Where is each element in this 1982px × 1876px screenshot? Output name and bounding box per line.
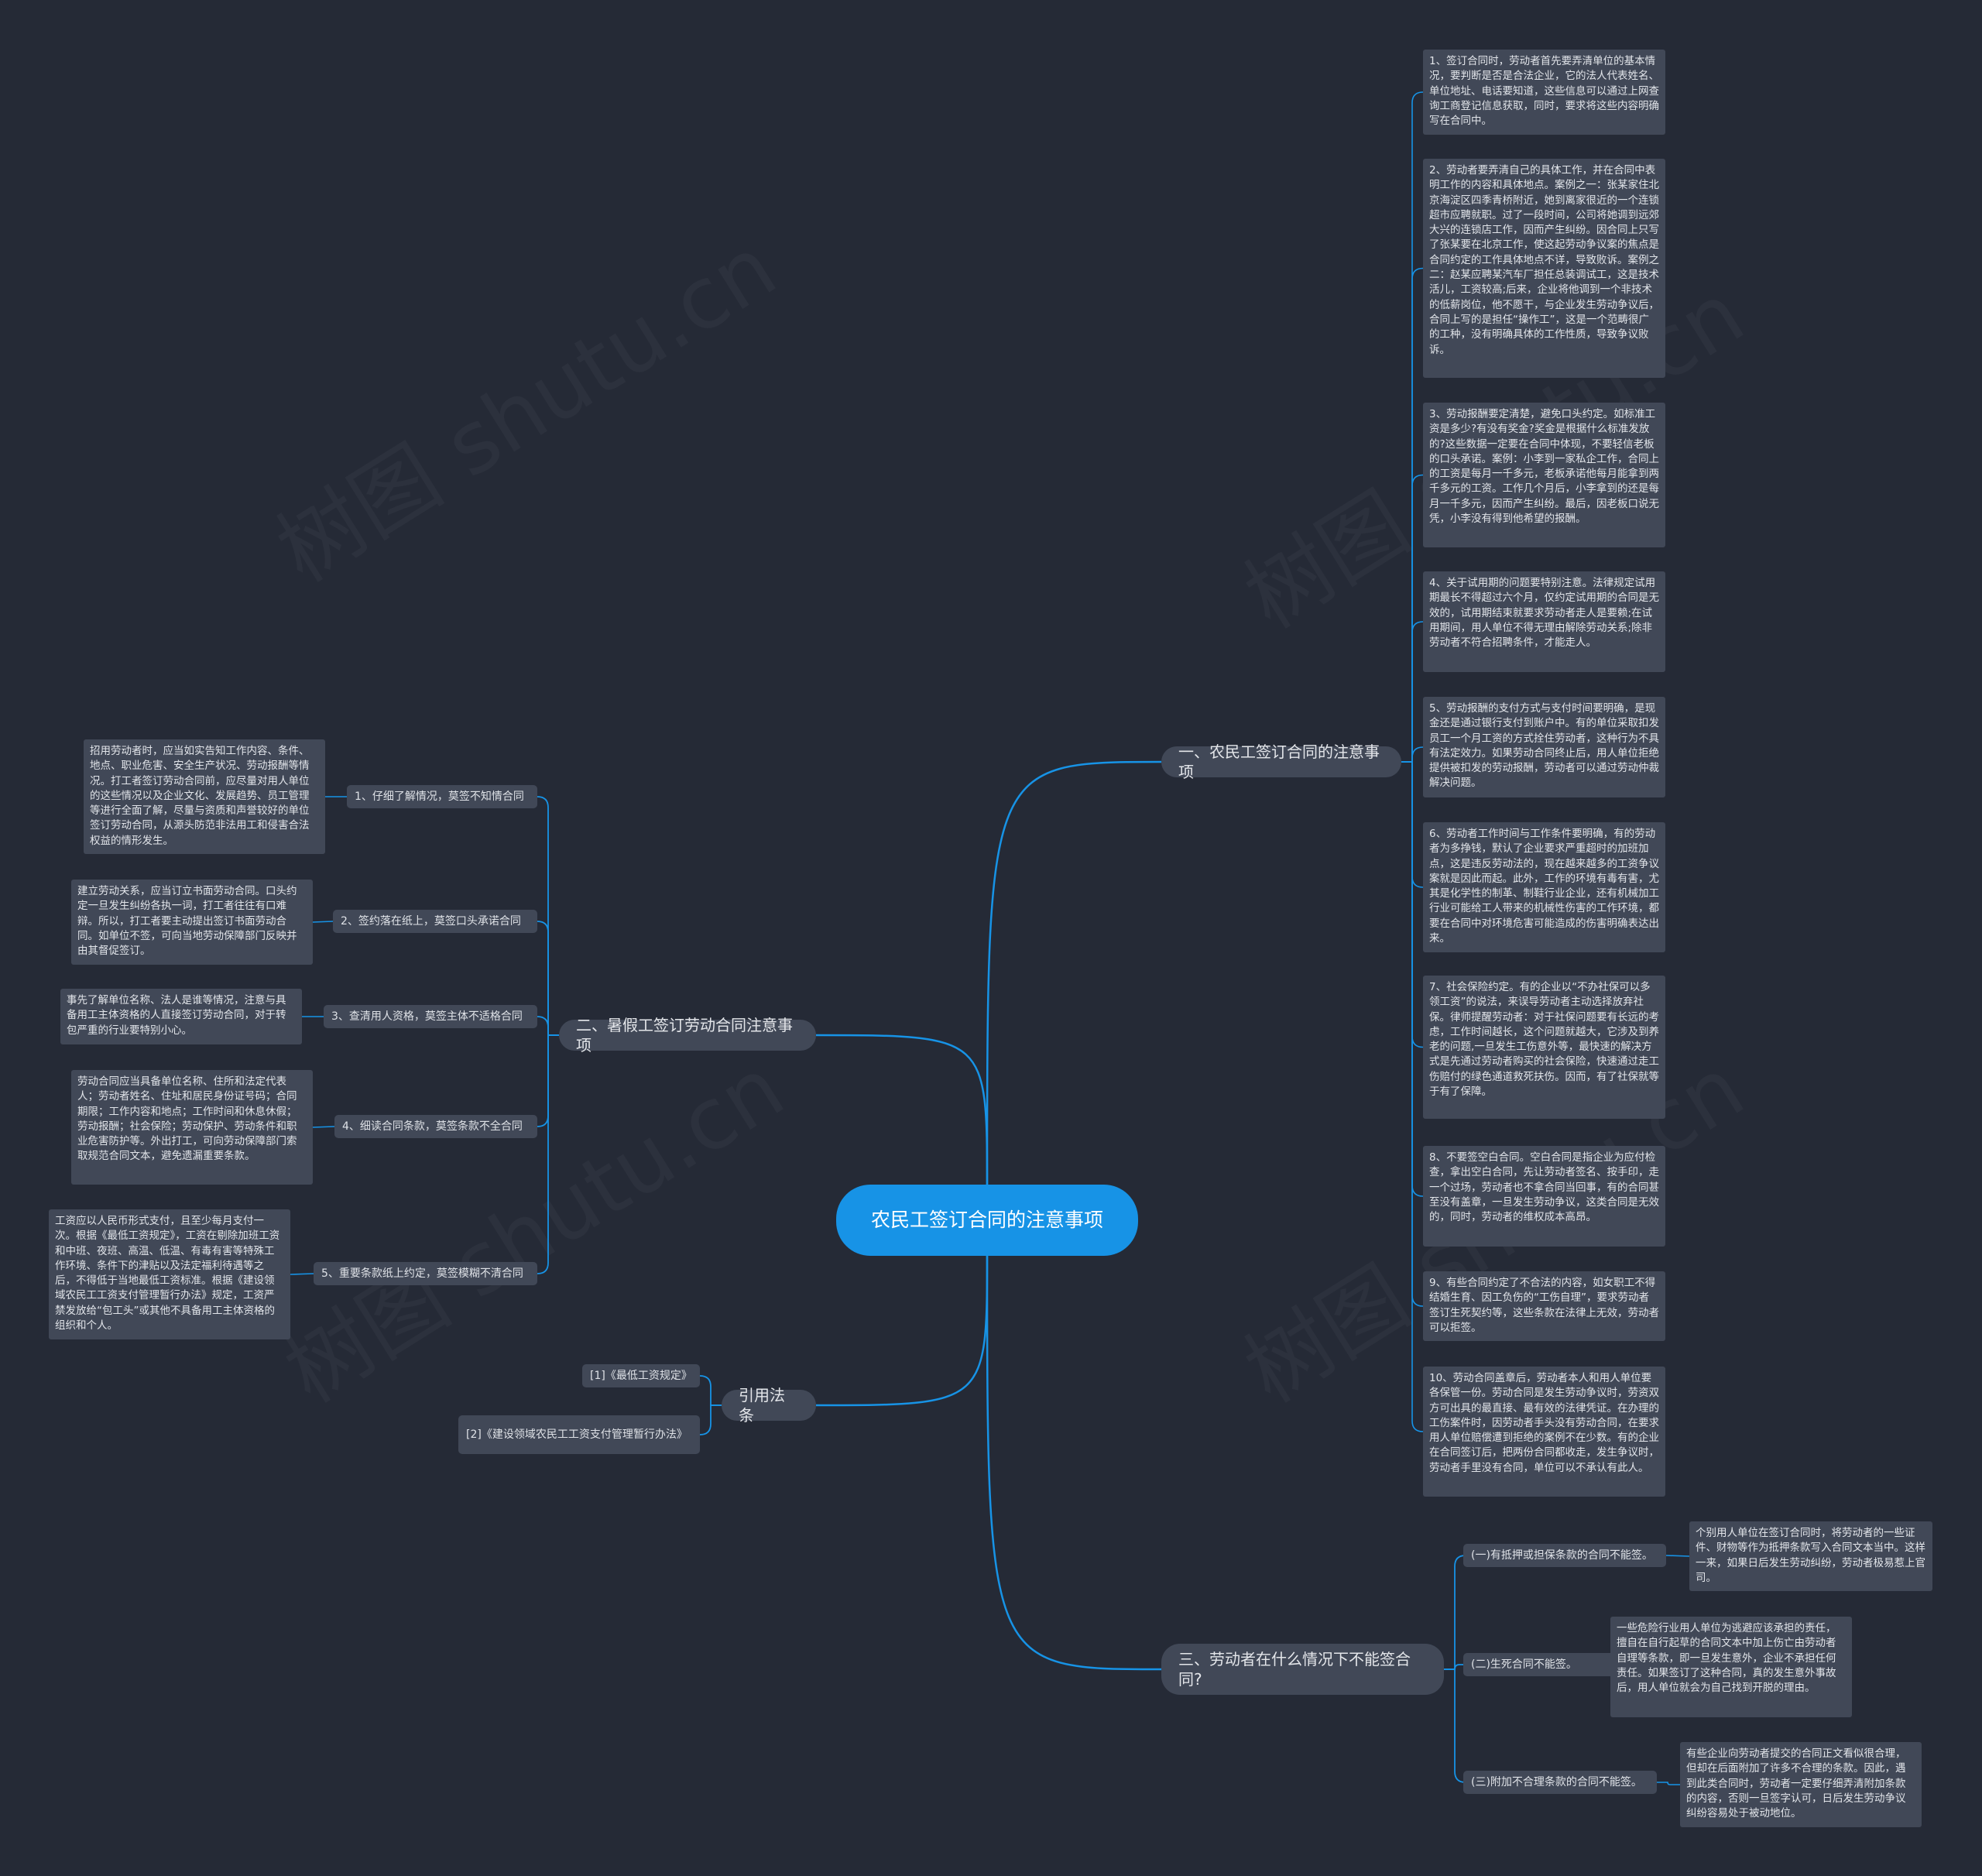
connector-line (699, 1404, 722, 1435)
branch-label: 引用法条 (739, 1386, 785, 1425)
list-item[interactable]: 10、劳动合同盖章后，劳动者本人和用人单位要各保管一份。劳动合同是发生劳动争议时… (1423, 1367, 1665, 1497)
sub-topic[interactable]: 5、重要条款纸上约定，莫签模糊不清合同 (314, 1262, 537, 1285)
branch-label: 一、农民工签订合同的注意事项 (1178, 743, 1380, 781)
branch-label: 二、暑假工签订劳动合同注意事项 (576, 1016, 793, 1055)
list-item[interactable]: 2、劳动者要弄清自己的具体工作，并在合同中表明工作的内容和具体地点。案例之一：张… (1423, 159, 1665, 378)
connector-line (1665, 1555, 1690, 1557)
connector-line (1401, 761, 1424, 1432)
sub-topic[interactable]: 2、签约落在纸上，莫签口头承诺合同 (333, 910, 537, 933)
list-item[interactable]: 事先了解单位名称、法人是谁等情况，注意与具备用工主体资格的人直接签订劳动合同，对… (60, 989, 302, 1044)
connector-line (815, 1034, 989, 1189)
connector-line (815, 1251, 989, 1407)
root-topic-label: 农民工签订合同的注意事项 (870, 1209, 1103, 1231)
sub-topic[interactable]: (一)有抵押或担保条款的合同不能签。 (1463, 1544, 1666, 1567)
list-item[interactable]: 工资应以人民币形式支付，且至少每月支付一次。根据《最低工资规定》，工资在剔除加班… (49, 1209, 290, 1339)
list-item[interactable]: 劳动合同应当具备单位名称、住所和法定代表人；劳动者姓名、住址和居民身份证号码；合… (71, 1070, 313, 1185)
list-item[interactable]: 8、不要签空白合同。空白合同是指企业为应付检查，拿出空白合同，先让劳动者签名、按… (1423, 1146, 1665, 1247)
sub-topic[interactable]: 3、查清用人资格，莫签主体不适格合同 (324, 1005, 537, 1028)
branch-signing-notes[interactable]: 一、农民工签订合同的注意事项 (1161, 743, 1401, 781)
branch-cannot-sign[interactable]: 三、劳动者在什么情况下不能签合同? (1161, 1644, 1444, 1695)
list-item[interactable]: 有些企业向劳动者提交的合同正文看似很合理，但却在后面附加了许多不合理的条款。因此… (1680, 1742, 1922, 1827)
sub-topic[interactable]: 4、细读合同条款，莫签条款不全合同 (334, 1115, 537, 1138)
connector-line (1401, 91, 1424, 763)
citation-item[interactable]: [2]《建设领域农民工工资支付管理暂行办法》 (458, 1415, 700, 1454)
connector-line (537, 921, 559, 1036)
list-item[interactable]: 1、签订合同时，劳动者首先要弄清单位的基本情况，要判断是否是合法企业，它的法人代… (1423, 50, 1665, 135)
branch-summer-job-notes[interactable]: 二、暑假工签订劳动合同注意事项 (559, 1016, 816, 1055)
list-item[interactable]: 5、劳动报酬的支付方式与支付时间要明确，是现金还是通过银行支付到账户中。有的单位… (1423, 697, 1665, 797)
branch-label: 三、劳动者在什么情况下不能签合同? (1178, 1650, 1411, 1689)
connector-line (537, 796, 559, 1036)
connector-line (986, 760, 1162, 1189)
connector-line (537, 1016, 559, 1036)
list-item[interactable]: 6、劳动者工作时间与工作条件要明确，有的劳动者为多挣钱，默认了企业要求严重超时的… (1423, 822, 1665, 952)
connector-line (699, 1375, 722, 1406)
list-item[interactable]: 3、劳动报酬要定清楚，避免口头约定。如标准工资是多少?有没有奖金?奖金是根据什么… (1423, 403, 1665, 547)
connector-line (537, 1034, 559, 1274)
connector-line (986, 1251, 1162, 1671)
connector-line (1401, 267, 1424, 763)
root-topic[interactable]: 农民工签订合同的注意事项 (836, 1185, 1138, 1256)
list-item[interactable]: 4、关于试用期的问题要特别注意。法律规定试用期最长不得超过六个月，仅约定试用期的… (1423, 571, 1665, 672)
sub-topic[interactable]: 1、仔细了解情况，莫签不知情合同 (347, 785, 537, 808)
connector-line (312, 921, 334, 923)
sub-topic[interactable]: (三)附加不合理条款的合同不能签。 (1463, 1771, 1657, 1794)
connector-line (1401, 746, 1424, 763)
list-item[interactable]: 个别用人单位在签订合同时，将劳动者的一些证件、财物等作为抵押条款写入合同文本当中… (1689, 1521, 1932, 1591)
connector-line (1401, 621, 1424, 763)
connector-line (1444, 1669, 1466, 1783)
sub-topic[interactable]: (二)生死合同不能签。 (1463, 1653, 1617, 1676)
list-item[interactable]: 建立劳动关系，应当订立书面劳动合同。口头约定一旦发生纠纷各执一词，打工者往往有口… (71, 880, 313, 965)
citation-item[interactable]: [1]《最低工资规定》 (582, 1364, 700, 1387)
branch-cited-laws[interactable]: 引用法条 (722, 1386, 816, 1425)
list-item[interactable]: 招用劳动者时，应当如实告知工作内容、条件、地点、职业危害、安全生产状况、劳动报酬… (84, 739, 325, 854)
connector-line (1657, 1782, 1680, 1785)
list-item[interactable]: 9、有些合同约定了不合法的内容，如女职工不得结婚生育、因工负伤的“工伤自理”，要… (1423, 1271, 1665, 1341)
connector-line (1444, 1555, 1466, 1670)
list-item[interactable]: 7、社会保险约定。有的企业以“不办社保可以多领工资”的说法，来误导劳动者主动选择… (1423, 976, 1665, 1119)
connector-line (1401, 474, 1424, 763)
list-item[interactable]: 一些危险行业用人单位为逃避应该承担的责任，擅自在自行起草的合同文本中加上伤亡由劳… (1610, 1617, 1852, 1717)
